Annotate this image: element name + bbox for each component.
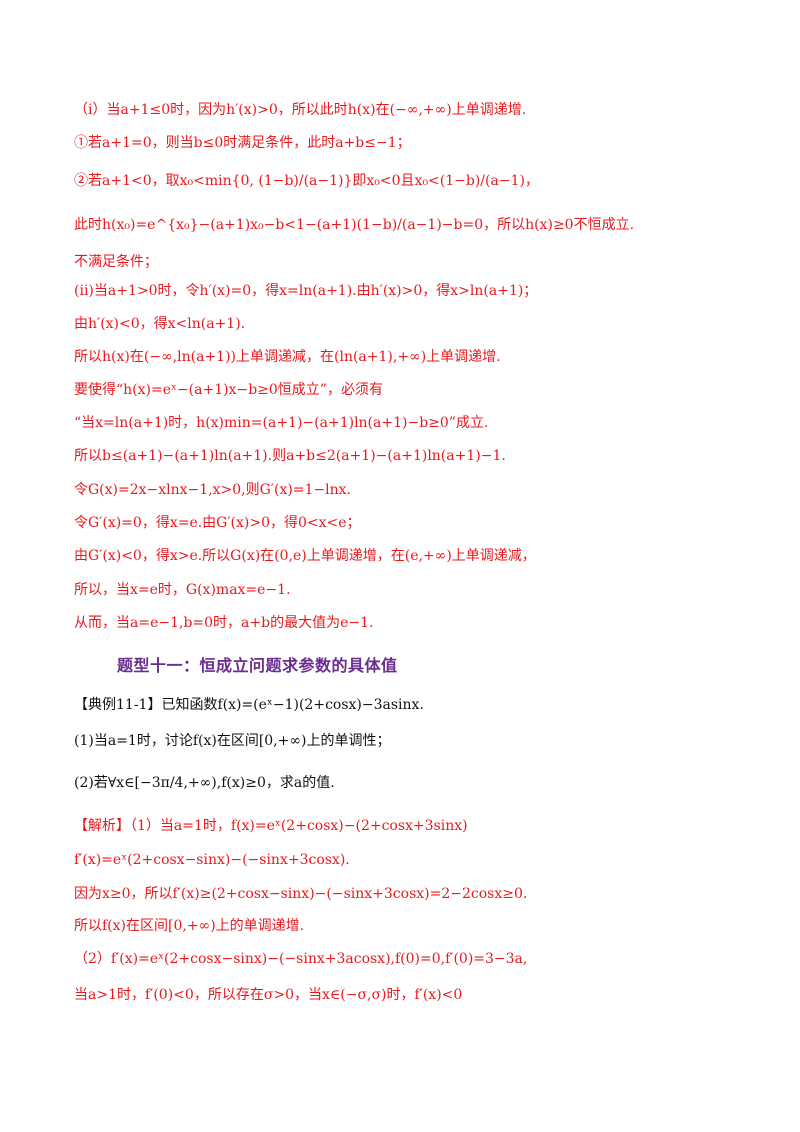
section-heading: 题型十一：恒成立问题求参数的具体值	[117, 656, 398, 675]
solution-line-5: （2）f′(x)=eˣ(2+cosx−sinx)−(−sinx+3acosx),…	[74, 951, 528, 967]
text-line-8: 所以h(x)在(−∞,ln(a+1))上单调递减，在(ln(a+1),+∞)上单…	[74, 349, 501, 365]
text-line-1: （i）当a+1≤0时，因为h′(x)>0，所以此时h(x)在(−∞,+∞)上单调…	[74, 102, 527, 118]
solution-line-3: 因为x≥0，所以f′(x)≥(2+cosx−sinx)−(−sinx+3cosx…	[74, 886, 528, 902]
example-title: 【典例11-1】已知函数f(x)=(eˣ−1)(2+cosx)−3asinx.	[74, 697, 424, 713]
question-2: (2)若∀x∈[−3π/4,+∞),f(x)≥0，求a的值.	[74, 775, 335, 791]
text-line-13: 令G′(x)=0，得x=e.由G′(x)>0，得0<x<e；	[74, 515, 361, 531]
text-line-6: (ii)当a+1>0时，令h′(x)=0，得x=ln(a+1).由h′(x)>0…	[74, 283, 538, 299]
text-line-3: ②若a+1<0，取x₀<min{0, (1−b)/(a−1)}即x₀<0且x₀<…	[74, 173, 539, 189]
text-line-11: 所以b≤(a+1)−(a+1)ln(a+1).则a+b≤2(a+1)−(a+1)…	[74, 448, 506, 464]
text-line-4: 此时h(x₀)=e^{x₀}−(a+1)x₀−b<1−(a+1)(1−b)/(a…	[74, 217, 635, 233]
text-line-14: 由G′(x)<0，得x>e.所以G(x)在(0,e)上单调递增，在(e,+∞)上…	[74, 548, 536, 564]
solution-line-6: 当a>1时，f′(0)<0，所以存在σ>0，当x∈(−σ,σ)时，f′(x)<0	[74, 987, 463, 1003]
question-1: (1)当a=1时，讨论f(x)在区间[0,+∞)上的单调性；	[74, 733, 391, 749]
text-line-5: 不满足条件；	[74, 254, 158, 270]
text-line-2: ①若a+1=0，则当b≤0时满足条件，此时a+b≤−1；	[74, 135, 411, 151]
solution-line-1: 【解析】（1）当a=1时，f(x)=eˣ(2+cosx)−(2+cosx+3si…	[74, 818, 468, 834]
text-line-16: 从而，当a=e−1,b=0时，a+b的最大值为e−1.	[74, 615, 374, 631]
text-line-7: 由h′(x)<0，得x<ln(a+1).	[74, 316, 246, 332]
text-line-10: “当x=ln(a+1)时，h(x)min=(a+1)−(a+1)ln(a+1)−…	[74, 415, 489, 431]
solution-line-4: 所以f(x)在区间[0,+∞)上的单调递增.	[74, 918, 305, 934]
text-line-15: 所以，当x=e时，G(x)max=e−1.	[74, 582, 291, 598]
text-line-9: 要使得“h(x)=eˣ−(a+1)x−b≥0恒成立”，必须有	[74, 382, 383, 398]
solution-line-2: f′(x)=eˣ(2+cosx−sinx)−(−sinx+3cosx).	[74, 852, 350, 868]
text-line-12: 令G(x)=2x−xlnx−1,x>0,则G′(x)=1−lnx.	[74, 482, 352, 498]
